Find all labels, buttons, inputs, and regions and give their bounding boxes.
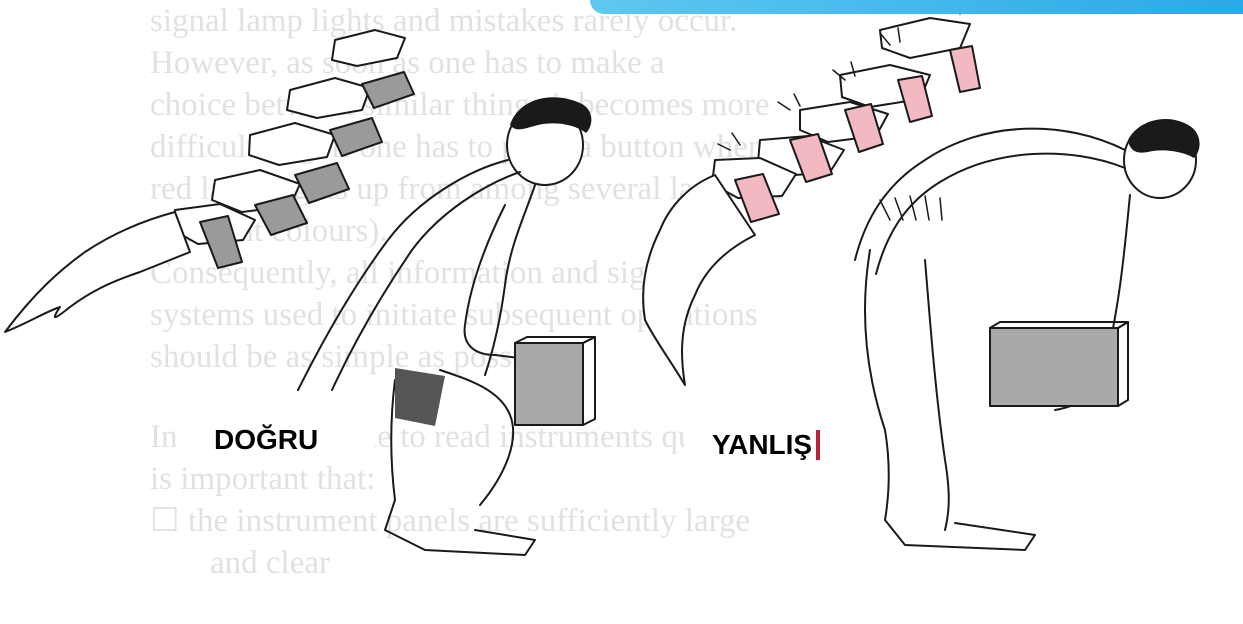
box: [515, 343, 583, 425]
box: [990, 328, 1118, 406]
wrong-body: [855, 119, 1200, 550]
top-accent-bar: [590, 0, 1243, 14]
wrong-posture-figure: [643, 0, 1199, 550]
wrong-spine: [643, 0, 980, 385]
correct-label: DOĞRU: [184, 418, 374, 462]
disc: [362, 72, 414, 108]
arm: [465, 205, 535, 360]
box-edge: [583, 337, 595, 425]
back-outline: [876, 154, 1125, 274]
back-outline: [855, 129, 1125, 260]
wrong-label: YANLIŞ: [684, 423, 852, 467]
wrong-label-text: YANLIŞ: [712, 429, 812, 461]
vertebra: [332, 30, 405, 66]
correct-posture-figure: [5, 30, 595, 555]
vertebra: [287, 78, 370, 118]
disc: [295, 163, 349, 203]
leg: [925, 260, 949, 530]
hatching: [880, 196, 942, 220]
sacrum: [643, 175, 755, 385]
box-edge: [1118, 322, 1128, 406]
leg: [440, 370, 513, 505]
correct-body: [298, 97, 595, 555]
hatching: [395, 368, 445, 426]
correct-spine: [5, 30, 414, 332]
sacrum: [5, 212, 190, 332]
red-mark: [816, 430, 820, 460]
disc: [950, 46, 980, 92]
correct-label-text: DOĞRU: [214, 424, 318, 456]
vertebra: [249, 123, 335, 165]
disc: [330, 118, 382, 156]
